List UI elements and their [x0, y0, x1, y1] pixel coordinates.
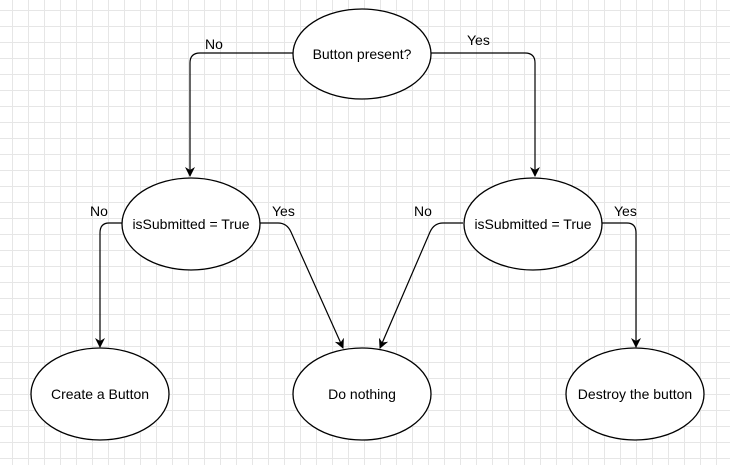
node-label: isSubmitted = True: [132, 216, 249, 232]
edge-is-submitted-left-to-create-button: No: [90, 203, 122, 348]
edge-label-yes: Yes: [467, 32, 490, 48]
edge-label-no: No: [414, 203, 432, 219]
nodes: Button present? isSubmitted = True isSub…: [30, 8, 705, 441]
edge-button-present-to-is-submitted-left: No: [185, 36, 293, 177]
edge-label-yes: Yes: [614, 203, 637, 219]
edge-label-yes: Yes: [272, 203, 295, 219]
node-is-submitted-left: isSubmitted = True: [121, 177, 261, 271]
edge-is-submitted-right-to-do-nothing: No: [378, 203, 463, 349]
node-create-button: Create a Button: [30, 347, 170, 441]
node-label: Do nothing: [328, 386, 396, 402]
node-button-present: Button present?: [292, 8, 432, 100]
edge-label-no: No: [90, 203, 108, 219]
node-label: Create a Button: [51, 386, 149, 402]
edge-button-present-to-is-submitted-right: Yes: [431, 32, 540, 177]
node-is-submitted-right: isSubmitted = True: [463, 177, 603, 271]
node-label: Button present?: [313, 46, 412, 62]
edge-is-submitted-left-to-do-nothing: Yes: [259, 203, 344, 349]
node-do-nothing: Do nothing: [292, 347, 432, 441]
edge-is-submitted-right-to-destroy-button: Yes: [601, 203, 641, 348]
node-label: Destroy the button: [578, 386, 692, 402]
node-label: isSubmitted = True: [474, 216, 591, 232]
edge-label-no: No: [205, 36, 223, 52]
node-destroy-button: Destroy the button: [565, 347, 705, 441]
edges: No Yes No Yes No Yes: [90, 32, 641, 349]
